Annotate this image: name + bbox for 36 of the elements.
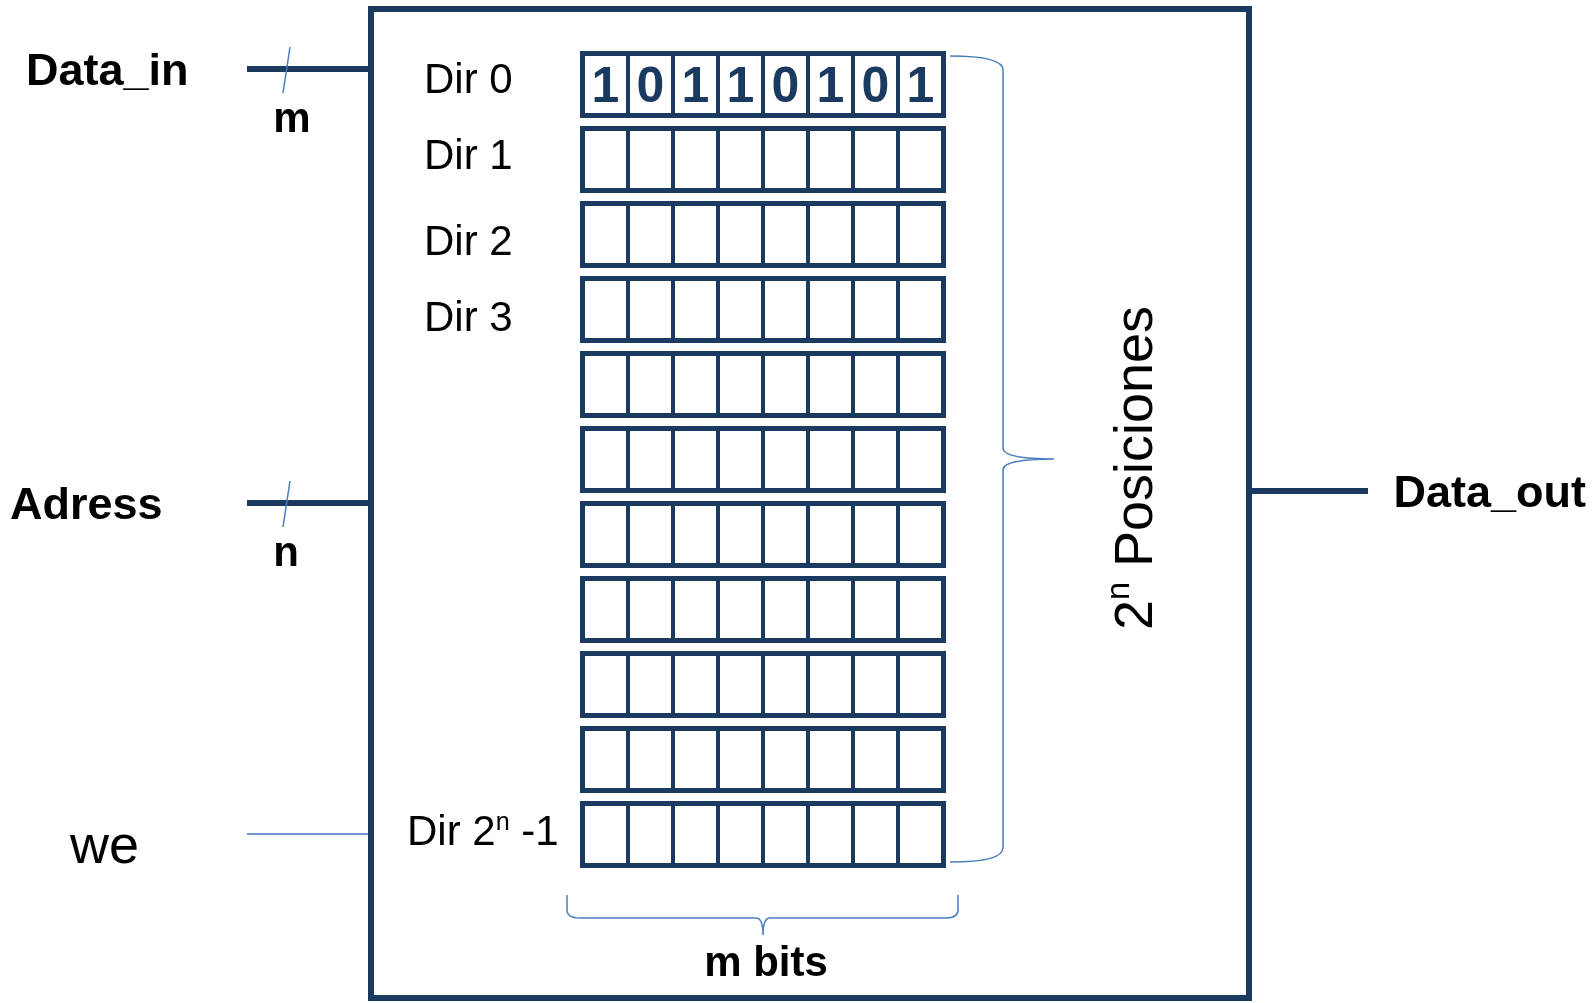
memory-word-row	[580, 351, 946, 418]
width-label: m bits	[704, 941, 828, 983]
bit-value: 0	[765, 56, 806, 113]
bit-value: 0	[855, 56, 896, 113]
memory-word-row	[580, 201, 946, 268]
width-label: m	[273, 97, 311, 139]
memory-word-row	[580, 801, 946, 868]
signal-line	[1252, 488, 1368, 494]
address-label: Dir 2	[424, 220, 513, 262]
address-label: Dir 2$^{n}$ -1	[407, 810, 559, 852]
memory-word-row	[580, 426, 946, 493]
memory-word-row	[580, 501, 946, 568]
signal-name: Data_in	[26, 46, 189, 92]
memory-block	[368, 6, 1252, 1001]
bit-value: 1	[585, 56, 626, 113]
memory-word-row	[580, 651, 946, 718]
memory-word-row	[580, 51, 946, 118]
memory-word-row	[580, 126, 946, 193]
memory-word-row	[580, 726, 946, 793]
bit-value: 1	[900, 56, 941, 113]
address-label: Dir 1	[424, 134, 513, 176]
signal-name: Data_out	[1393, 468, 1586, 514]
bit-value: 1	[810, 56, 851, 113]
signal-name: Adress	[10, 480, 163, 526]
bit-value: 0	[630, 56, 671, 113]
address-label: Dir 0	[424, 58, 513, 100]
signal-line	[246, 833, 369, 835]
bit-value: 1	[720, 56, 761, 113]
memory-word-row	[580, 576, 946, 643]
signal-line	[247, 500, 368, 506]
memory-word-row	[580, 276, 946, 343]
width-label: n	[273, 531, 299, 573]
address-label: Dir 3	[424, 296, 513, 338]
signal-line	[247, 66, 368, 72]
bit-value: 1	[675, 56, 716, 113]
signal-name: we	[70, 817, 140, 871]
